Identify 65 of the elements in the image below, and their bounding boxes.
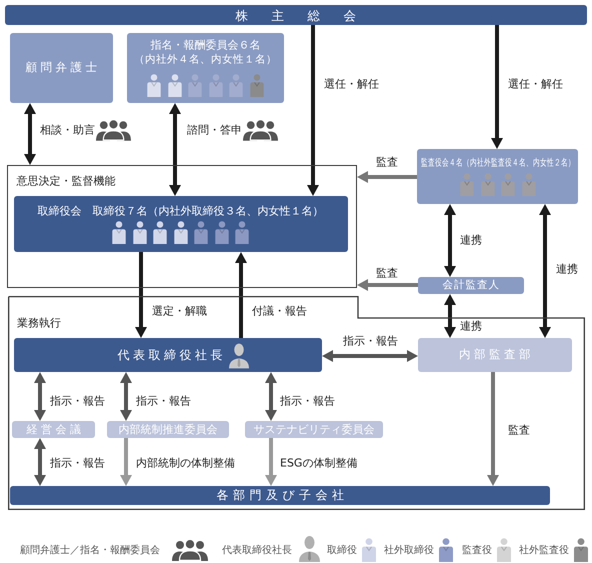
arrow <box>444 294 456 338</box>
arrow <box>357 171 417 183</box>
role-box: 顧問弁護士 <box>10 33 113 103</box>
legend-text: 代表取締役社長 <box>222 545 292 557</box>
frame-heading: 意思決定・監督機能 <box>16 174 116 188</box>
arrow <box>135 252 147 338</box>
edge-label: 監査 <box>508 423 530 437</box>
arrow <box>120 372 132 421</box>
legend-text: 社外取締役 <box>384 545 434 557</box>
legend-text: 取締役 <box>327 545 357 557</box>
department-box: 内部監査部 <box>418 338 572 372</box>
arrow <box>307 25 319 196</box>
edge-label: 監査 <box>376 266 398 280</box>
header-bar: 株主総会 <box>5 5 587 25</box>
arrow <box>34 372 46 421</box>
arrow <box>265 438 277 486</box>
edge-label: ESGの体制整備 <box>280 456 358 470</box>
edge-label: 指示・報告 <box>280 394 335 408</box>
role-box: 会計監査人 <box>418 277 524 294</box>
group-frame <box>7 165 357 288</box>
footer-bar: 各部門及び子会社 <box>10 486 550 505</box>
edge-label: 連携 <box>460 319 482 333</box>
arrow <box>487 372 499 486</box>
box-title: 指名・報酬委員会６名 <box>150 38 260 52</box>
arrow <box>357 279 418 291</box>
committee-box <box>417 149 578 204</box>
arrow <box>120 438 132 486</box>
box-title: 代表取締役社長 <box>116 348 226 362</box>
role-box <box>14 338 322 372</box>
edge-label: 選任・解任 <box>324 77 379 91</box>
committee-box <box>127 33 284 103</box>
legend-text: 社外監査役 <box>519 545 569 557</box>
edge-label: 相談・助言 <box>40 123 95 137</box>
edge-label: 監査 <box>376 155 398 169</box>
committee-box: サステナビリティ委員会 <box>245 421 383 438</box>
arrow <box>444 204 456 277</box>
arrow <box>34 438 46 486</box>
arrow <box>491 25 503 149</box>
arrow <box>539 204 551 338</box>
box-title: 取締役会 取締役７名（内社外取締役３名、内女性１名） <box>38 204 324 218</box>
legend-text: 監査役 <box>462 545 492 557</box>
edge-label: 指示・報告 <box>136 394 191 408</box>
edge-label: 諮問・答申 <box>187 123 242 137</box>
arrow <box>235 252 247 338</box>
edge-label: 連携 <box>460 233 482 247</box>
committee-box: 内部統制推進委員会 <box>107 421 229 438</box>
box-subtitle: （内社外４名、内女性１名） <box>134 54 277 66</box>
board-box <box>14 196 348 252</box>
edge-label: 連携 <box>556 262 578 276</box>
edge-label: 選任・解任 <box>508 77 563 91</box>
arrow <box>322 350 418 362</box>
group-frame <box>8 296 585 510</box>
committee-box: 経営会議 <box>12 421 95 438</box>
legend-text: 顧問弁護士／指名・報酬委員会 <box>20 545 160 557</box>
edge-label: 選定・解職 <box>152 304 207 318</box>
edge-label: 指示・報告 <box>50 456 105 470</box>
edge-label: 付議・報告 <box>252 304 307 318</box>
frame-heading: 業務執行 <box>17 316 61 330</box>
edge-label: 指示・報告 <box>50 394 105 408</box>
arrow <box>265 372 277 421</box>
arrow <box>24 103 36 165</box>
arrow <box>169 103 181 196</box>
edge-label: 内部統制の体制整備 <box>136 456 235 470</box>
box-title: 監査役会４名（内社外監査役４名、内女性２名） <box>420 157 574 169</box>
edge-label: 指示・報告 <box>343 334 398 348</box>
